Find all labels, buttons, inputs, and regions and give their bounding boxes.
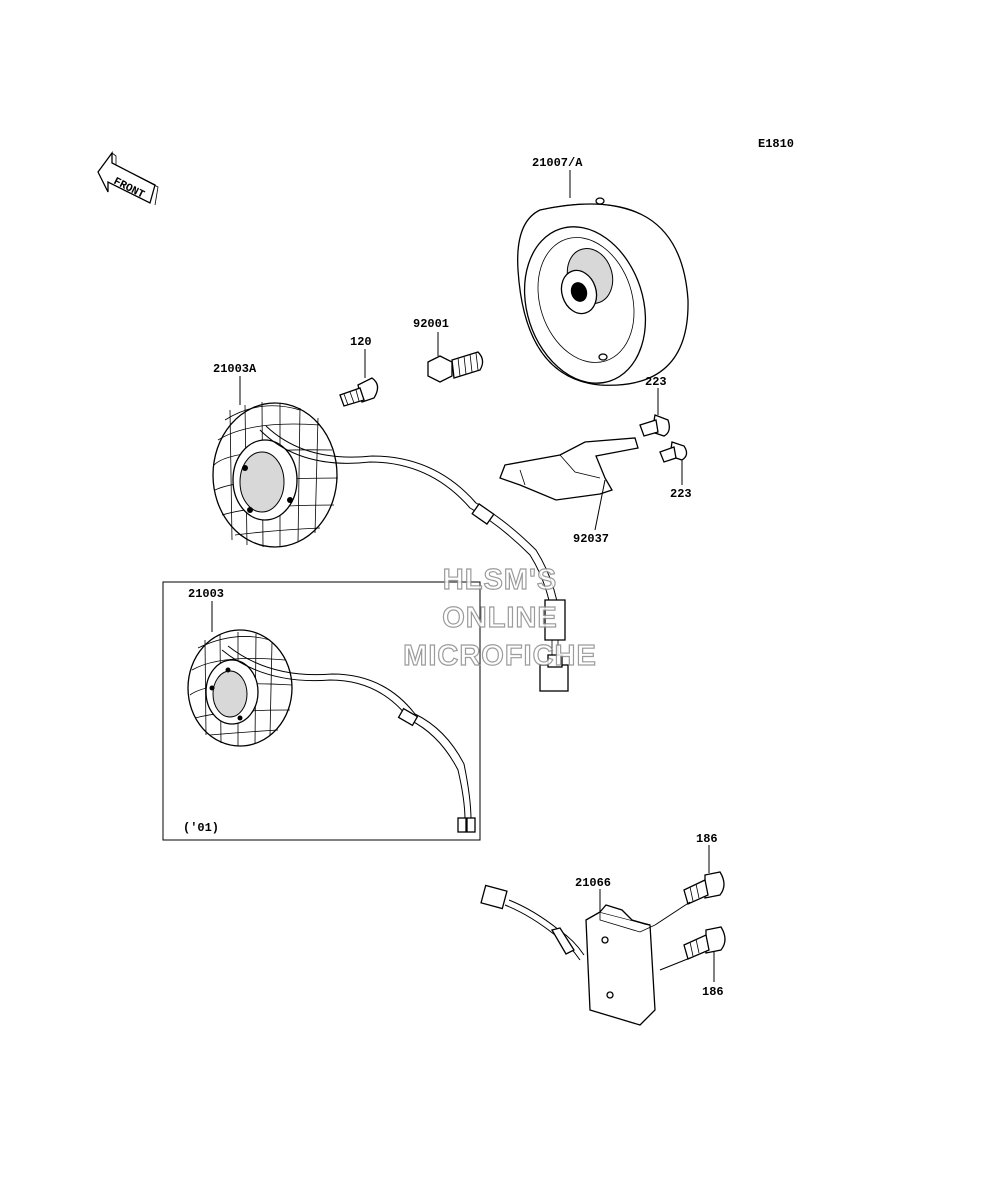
stator-21003-wire-harness	[221, 645, 476, 833]
part-label-223-top: 223	[645, 375, 667, 389]
screw-223-top	[639, 414, 670, 437]
part-label-186-top: 186	[696, 832, 718, 846]
part-label-186-bottom: 186	[702, 985, 724, 999]
flange-bolt-92001	[427, 351, 484, 383]
leader-line-186-to-regulator	[654, 901, 691, 926]
front-arrow-icon: FRONT	[97, 151, 159, 206]
watermark-line-2: ONLINE	[442, 602, 558, 634]
diagram-code: E1810	[758, 137, 794, 151]
leader-line-186b-to-regulator	[659, 957, 691, 971]
watermark-line-3: MICROFICHE	[403, 640, 597, 672]
regulator-rectifier-21066	[480, 884, 656, 1026]
bolt-186-bottom	[683, 926, 726, 960]
part-label-21003: 21003	[188, 587, 224, 601]
stator-21003	[187, 629, 293, 747]
bolt-186-top	[683, 871, 725, 905]
part-label-120: 120	[350, 335, 372, 349]
stator-21003a	[212, 401, 339, 548]
watermark: HLSM'S ONLINE MICROFICHE	[403, 563, 597, 672]
variant-note-01: ('01)	[183, 821, 219, 835]
variant-box-01	[162, 581, 481, 841]
watermark-line-1: HLSM'S	[443, 564, 557, 596]
stator-wire-harness	[259, 425, 569, 692]
bracket-92037	[499, 437, 639, 501]
leader-line-92037	[594, 479, 606, 531]
screw-120	[339, 377, 379, 407]
part-label-223-bottom: 223	[670, 487, 692, 501]
screw-223-bottom	[659, 441, 688, 463]
part-label-21066: 21066	[575, 876, 611, 890]
part-label-92037: 92037	[573, 532, 609, 546]
part-label-21007-a: 21007/A	[532, 156, 583, 170]
part-label-21003a: 21003A	[213, 362, 257, 376]
flywheel-rotor	[517, 197, 689, 386]
part-label-92001: 92001	[413, 317, 449, 331]
